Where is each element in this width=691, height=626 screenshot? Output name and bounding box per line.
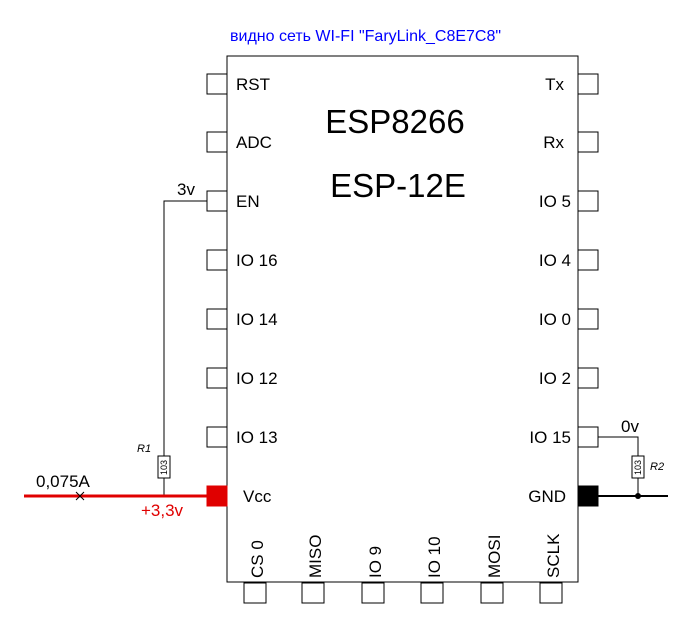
r2-wire-top [598,436,639,456]
pin-pad-io12 [206,367,228,389]
pin-label-io2: IO 2 [539,369,571,388]
supply-voltage-label: +3,3v [141,501,184,520]
pin-label-adc: ADC [236,133,272,152]
pin-pad-io4 [577,249,599,271]
pin-pad-io16 [206,249,228,271]
pin-pad-rst [206,73,228,95]
pin-pad-rx [577,131,599,153]
pin-pad-io0 [577,308,599,330]
pin-pad-io15 [577,426,599,448]
resistor-r1-network: 103 R1 3v [137,180,207,496]
pin-label-io15: IO 15 [529,428,571,447]
pin-label-miso: MISO [306,535,325,578]
r1-code: 103 [159,460,169,475]
pin-pad-io9 [361,582,385,604]
pin-label-io14: IO 14 [236,310,278,329]
pin-label-sclk: SCLK [544,533,563,578]
pin-pad-miso [301,582,325,604]
r1-wire-top [163,200,207,456]
pin-pad-io13 [206,426,228,448]
pin-label-io5: IO 5 [539,192,571,211]
pin-label-cs0: CS 0 [248,540,267,578]
resistor-r1 [157,455,171,479]
resistor-r2 [631,455,645,479]
pin-pad-io2 [577,367,599,389]
pin-label-gnd: GND [528,487,566,506]
module-title: ESP8266 [325,103,464,140]
pin-label-rst: RST [236,75,270,94]
io15-voltage-label: 0v [621,417,639,436]
current-label: 0,075A [36,472,91,491]
pin-label-io9: IO 9 [366,546,385,578]
en-voltage-label: 3v [177,180,195,199]
r1-name: R1 [137,443,151,455]
pin-pad-adc [206,131,228,153]
pin-label-vcc: Vcc [243,487,272,506]
pin-pad-vcc [206,485,228,507]
pin-pad-cs0 [243,582,267,604]
left-pins: RST ADC EN IO 16 IO 14 IO 12 IO 13 Vcc [206,73,278,507]
pin-pad-gnd [577,485,599,507]
resistor-r2-network: 103 R2 0v [598,417,668,499]
pin-label-io4: IO 4 [539,251,571,270]
pin-pad-io14 [206,308,228,330]
right-pins: Tx Rx IO 5 IO 4 IO 0 IO 2 IO 15 GND [528,73,599,507]
pin-pad-mosi [480,582,504,604]
r2-code: 103 [633,460,643,475]
pin-label-tx: Tx [545,75,564,94]
pin-label-io0: IO 0 [539,310,571,329]
pin-pad-io10 [420,582,444,604]
pin-label-en: EN [236,192,260,211]
current-probe-mark-b [75,491,85,501]
pin-pad-sclk [539,582,563,604]
r2-name: R2 [650,461,664,473]
module-subtitle: ESP-12E [330,167,466,204]
pin-pad-en [206,190,228,212]
pin-pad-io5 [577,190,599,212]
pin-label-io12: IO 12 [236,369,278,388]
module-body [226,55,579,583]
pin-label-io13: IO 13 [236,428,278,447]
pin-pad-tx [577,73,599,95]
pin-label-io16: IO 16 [236,251,278,270]
bottom-pins: CS 0 MISO IO 9 IO 10 MOSI SCLK [243,533,563,604]
supply-line: 0,075A +3,3v [24,472,207,520]
wifi-note: видно сеть WI-FI "FaryLink_C8E7C8" [230,28,501,45]
pin-label-mosi: MOSI [485,535,504,578]
gnd-junction-dot [635,493,641,499]
pin-label-io10: IO 10 [425,536,444,578]
pin-label-rx: Rx [543,133,564,152]
